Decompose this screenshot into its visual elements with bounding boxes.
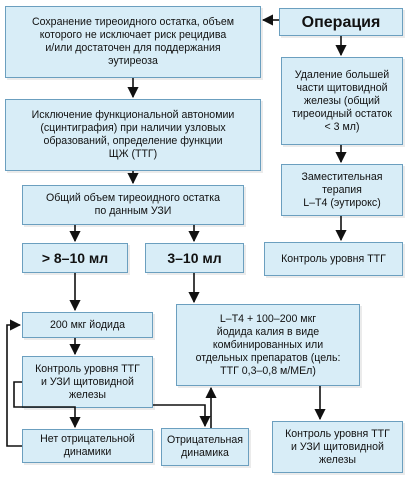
volume-3-10-label: 3–10 мл <box>167 249 222 266</box>
l-t4-combo-box: L–T4 + 100–200 мкг йодида калия в виде к… <box>176 304 360 386</box>
resection-label: Удаление большей части щитовидной железы… <box>292 68 392 133</box>
exclusion-autonomy-label: Исключение функциональной автономии (сци… <box>31 109 235 160</box>
iodide-200-box: 200 мкг йодида <box>22 312 153 338</box>
remnant-preservation-box: Сохранение тиреоидного остатка, объем ко… <box>5 6 261 78</box>
volume-3-10-box: 3–10 мл <box>145 243 244 273</box>
operation-box: Операция <box>279 8 403 36</box>
volume-gt-8-10-label: > 8–10 мл <box>41 249 109 266</box>
negative-dynamics-box: Отрицательная динамика <box>161 428 249 466</box>
remnant-preservation-label: Сохранение тиреоидного остатка, объем ко… <box>31 16 235 67</box>
arrow-control-to-negative <box>153 404 211 428</box>
resection-box: Удаление большей части щитовидной железы… <box>281 57 403 145</box>
replacement-therapy-box: Заместительная терапия L–T4 (эутирокс) <box>281 164 403 216</box>
iodide-200-label: 200 мкг йодида <box>49 318 126 331</box>
arrow-no-negative-loop <box>6 319 22 447</box>
tsh-us-control-right-box: Контроль уровня ТТГ и УЗИ щитовидной жел… <box>272 421 403 473</box>
no-negative-dynamics-label: Нет отрицательной динамики <box>40 433 135 458</box>
tsh-us-control-left-box: Контроль уровня ТТГ и УЗИ щитовидной жел… <box>22 356 153 408</box>
negative-dynamics-label: Отрицательная динамика <box>166 434 244 459</box>
no-negative-dynamics-box: Нет отрицательной динамики <box>22 429 153 463</box>
tsh-us-control-right-label: Контроль уровня ТТГ и УЗИ щитовидной жел… <box>285 427 390 466</box>
tsh-us-control-left-label: Контроль уровня ТТГ и УЗИ щитовидной жел… <box>35 362 140 401</box>
l-t4-combo-label: L–T4 + 100–200 мкг йодида калия в виде к… <box>195 312 341 377</box>
total-volume-us-label: Общий объем тиреоидного остатка по данны… <box>45 192 221 217</box>
tsh-control-right-label: Контроль уровня ТТГ <box>281 252 386 265</box>
operation-label: Операция <box>301 13 381 31</box>
total-volume-us-box: Общий объем тиреоидного остатка по данны… <box>22 185 244 225</box>
volume-gt-8-10-box: > 8–10 мл <box>22 243 128 273</box>
tsh-control-right-box: Контроль уровня ТТГ <box>264 242 403 276</box>
exclusion-autonomy-box: Исключение функциональной автономии (сци… <box>5 99 261 171</box>
replacement-therapy-label: Заместительная терапия L–T4 (эутирокс) <box>301 170 383 209</box>
